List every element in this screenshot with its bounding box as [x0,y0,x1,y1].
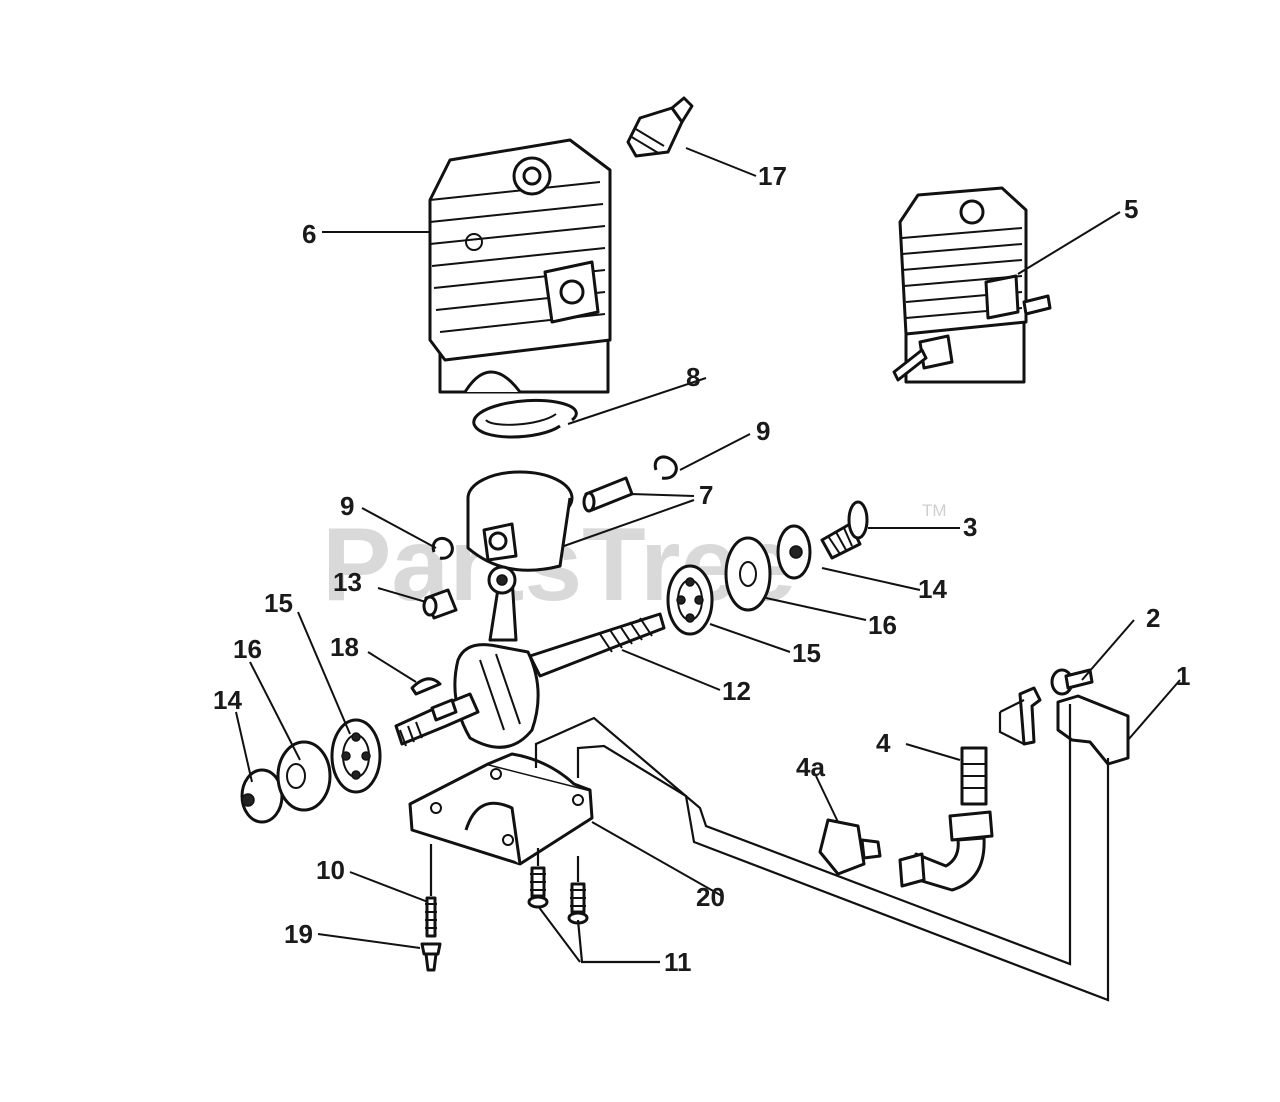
part-20-crankcase [408,752,594,866]
part-13-needle-bearing [422,588,458,620]
callout-13: 13 [333,567,362,597]
callout-16-left: 16 [233,634,262,664]
callout-15-right: 15 [792,638,821,668]
part-9-clip-left [431,536,454,560]
callout-6: 6 [302,219,316,249]
callout-12: 12 [722,676,751,706]
part-15-bearing-right [666,564,714,636]
part-4-fuel-elbow [898,746,994,892]
part-16-seal-left [276,740,332,812]
part-12-crankshaft [394,565,666,749]
part-18-key [410,677,442,696]
callout-9-left: 9 [340,491,354,521]
callout-14-right: 14 [918,574,947,604]
part-8-piston-ring [472,398,578,439]
leader-lines [235,147,1181,1002]
watermark-trademark: TM [922,501,947,520]
part-14-washer-right [776,524,812,580]
callout-7: 7 [699,480,713,510]
callout-19: 19 [284,919,313,949]
callout-18: 18 [330,632,359,662]
callout-3: 3 [963,512,977,542]
callout-20: 20 [696,882,725,912]
part-14-washer-left [240,768,284,824]
callout-10: 10 [316,855,345,885]
part-11-screw-right [567,882,589,925]
part-16-seal-right [724,536,772,612]
part-17-spark-plug [626,96,694,158]
callout-9-right: 9 [756,416,770,446]
callout-8: 8 [686,362,700,392]
callout-4: 4 [876,728,891,758]
part-4a-fuel-filter [818,818,882,876]
callout-labels: 1 2 3 4 4a 5 6 7 8 9 9 10 11 12 13 14 14… [213,161,1190,977]
part-15-bearing-left [330,718,382,794]
part-3-screw [820,500,869,560]
part-19-washer-screw [420,942,442,972]
part-9-clip-right [653,455,678,480]
callout-17: 17 [758,161,787,191]
callout-16-right: 16 [868,610,897,640]
callout-11: 11 [664,947,692,977]
callout-14-left: 14 [213,685,242,715]
callout-4a: 4a [796,752,825,782]
callout-2: 2 [1146,603,1160,633]
callout-5: 5 [1124,194,1138,224]
callout-15-left: 15 [264,588,293,618]
part-10-screw [425,896,437,938]
part-6-cylinder [428,138,612,394]
part-1-bracket [1018,686,1130,766]
part-11-screw-left [527,866,549,909]
part-5-engine-assembly [892,186,1052,384]
part-2-bolt [1050,668,1094,696]
callout-1: 1 [1176,661,1190,691]
